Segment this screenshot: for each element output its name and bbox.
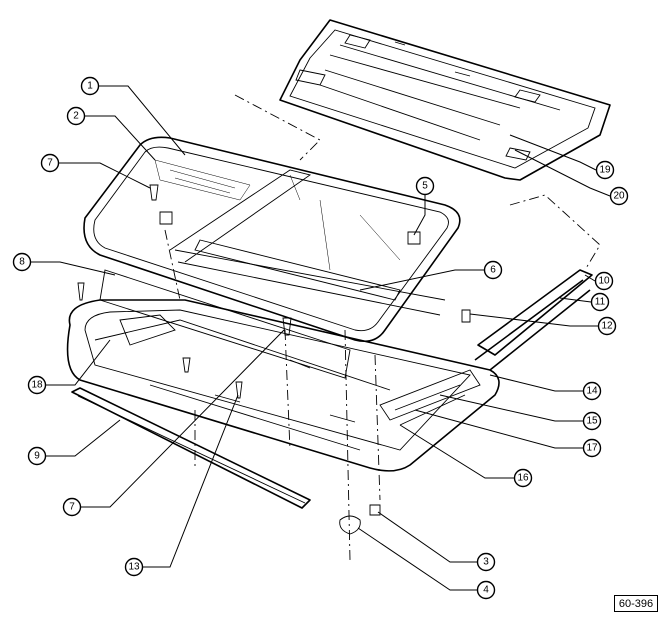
callout-number: 6: [490, 265, 496, 276]
callout-number: 7: [47, 158, 53, 169]
sunshade-panel: [279, 19, 611, 181]
callout-number: 3: [483, 557, 489, 568]
callout-number: 4: [483, 585, 489, 596]
glass-panel: [83, 136, 461, 343]
callout-number: 15: [586, 416, 598, 427]
callout-1: 1: [80, 76, 100, 96]
callout-number: 13: [128, 562, 140, 573]
callout-6: 6: [483, 260, 503, 280]
callout-14: 14: [582, 381, 602, 401]
callout-number: 8: [19, 257, 25, 268]
callout-number: 5: [422, 181, 428, 192]
side-rail: [379, 269, 593, 426]
callout-number: 12: [601, 321, 613, 332]
callout-18: 18: [27, 375, 47, 395]
callout-number: 14: [586, 386, 598, 397]
fasteners: [77, 184, 471, 535]
sunroof-frame: [66, 269, 500, 472]
callout-number: 11: [595, 297, 606, 308]
wind-deflector: [71, 387, 311, 509]
callout-10: 10: [594, 271, 614, 291]
callout-13: 13: [124, 557, 144, 577]
callout-number: 19: [599, 165, 611, 176]
callout-20: 20: [609, 186, 629, 206]
leader-lines: [30, 85, 611, 591]
callout-11: 11: [590, 292, 610, 312]
callout-2: 2: [66, 106, 86, 126]
callout-number: 7: [69, 502, 75, 513]
assembly-lines: [164, 94, 601, 561]
callout-number: 10: [598, 276, 610, 287]
callout-number: 18: [31, 380, 43, 391]
callout-number: 9: [34, 451, 40, 462]
callout-7-upper: 7: [40, 153, 60, 173]
reference-code: 60-396: [614, 595, 658, 612]
callout-8: 8: [12, 252, 32, 272]
callout-number: 20: [613, 191, 625, 202]
callout-5: 5: [415, 176, 435, 196]
callout-number: 2: [73, 111, 79, 122]
callout-19: 19: [595, 160, 615, 180]
callout-12: 12: [597, 316, 617, 336]
callout-7-lower: 7: [62, 497, 82, 517]
callout-15: 15: [582, 411, 602, 431]
callout-4: 4: [476, 580, 496, 600]
callout-3: 3: [476, 552, 496, 572]
callout-17: 17: [582, 438, 602, 458]
callout-16: 16: [513, 468, 533, 488]
callout-9: 9: [27, 446, 47, 466]
callout-number: 16: [517, 473, 529, 484]
callout-number: 17: [586, 443, 598, 454]
callout-number: 1: [87, 81, 93, 92]
